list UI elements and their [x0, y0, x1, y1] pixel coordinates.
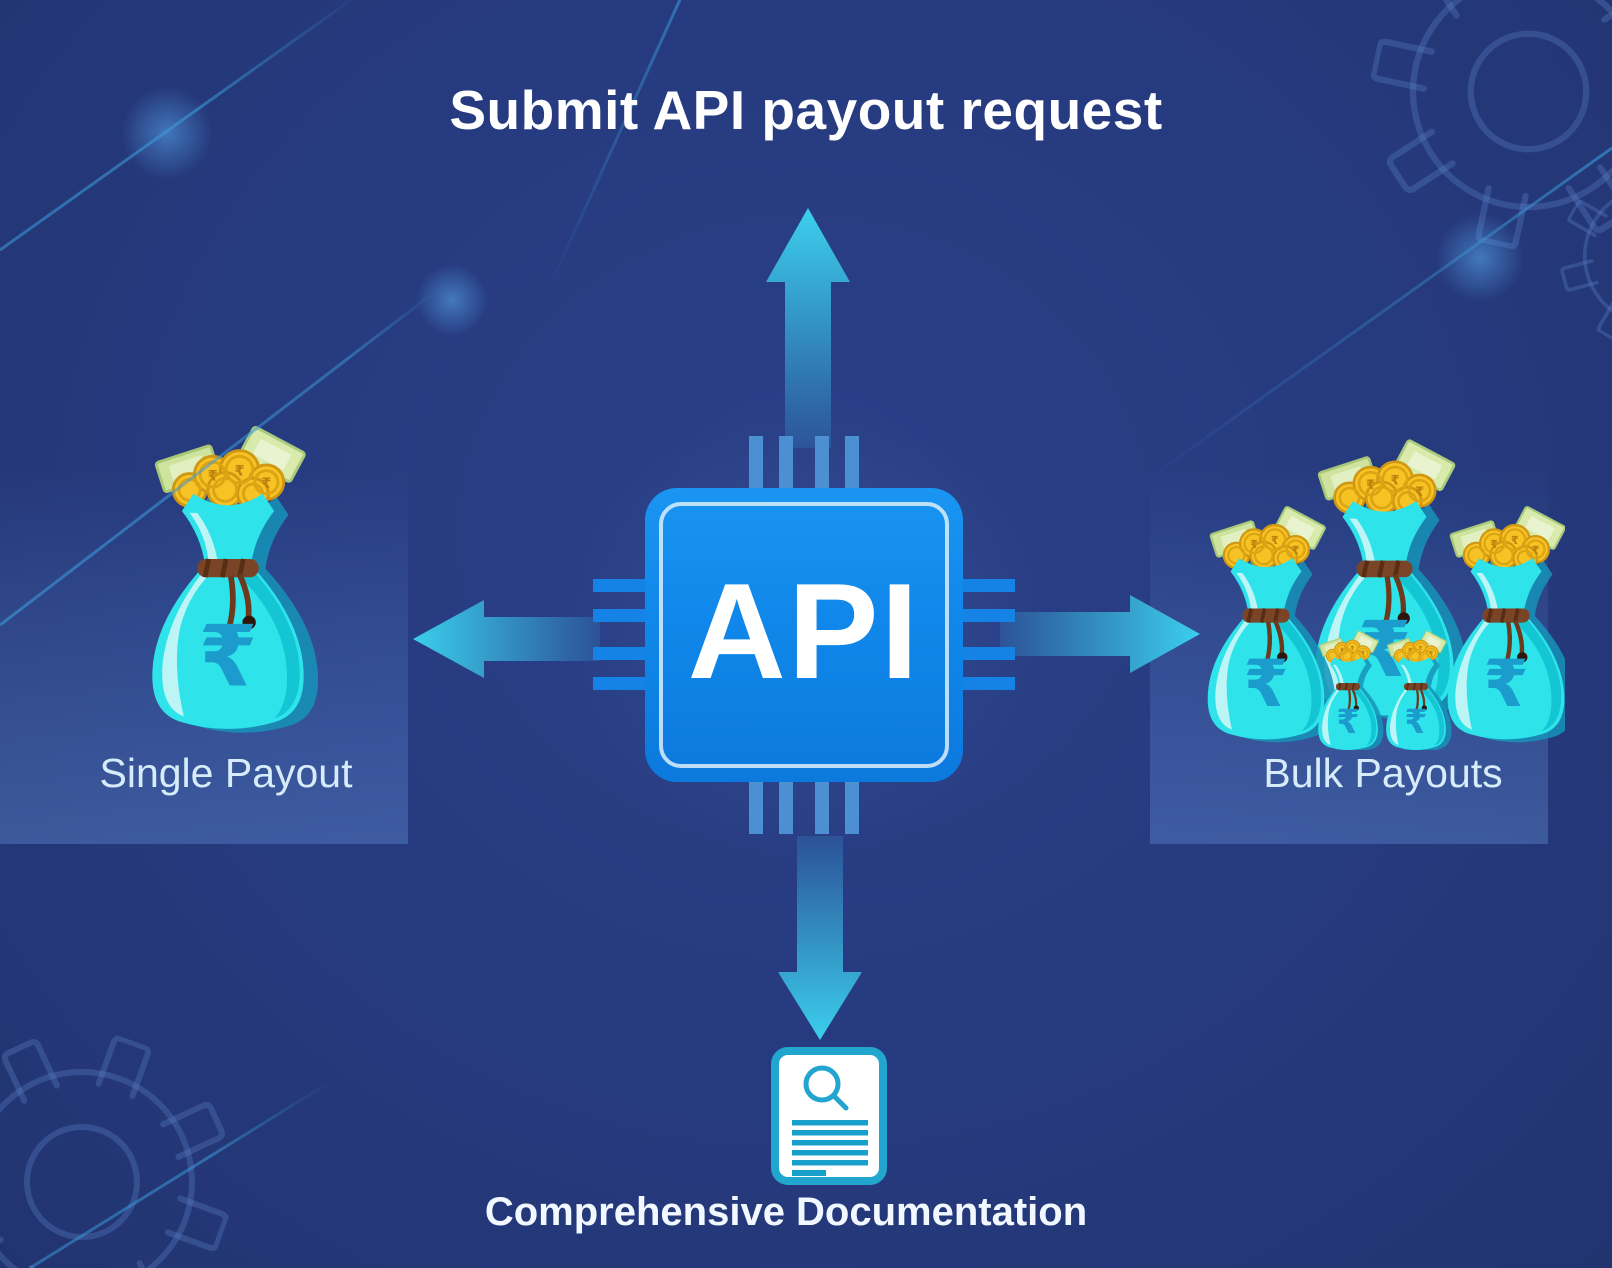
chip-pin	[963, 647, 1015, 660]
money-bag-icon	[132, 424, 324, 742]
money-bags-cluster-icon	[1165, 430, 1565, 750]
chip-pin	[963, 609, 1015, 622]
chip-label: API	[687, 555, 921, 707]
chip-pin	[749, 782, 763, 834]
gear-icon	[1525, 128, 1612, 384]
glow-dot	[1436, 214, 1524, 302]
chip-pin	[593, 579, 645, 592]
chip-pin	[779, 436, 793, 488]
chip-pin	[593, 677, 645, 690]
chip-pin	[815, 436, 829, 488]
document-search-icon	[771, 1047, 887, 1185]
gear-icon	[0, 992, 272, 1268]
page-title: Submit API payout request	[449, 79, 1163, 141]
bulk-payouts-label: Bulk Payouts	[1263, 750, 1503, 796]
chip-pin	[963, 579, 1015, 592]
document-text-lines	[792, 1120, 868, 1176]
chip-pin	[845, 436, 859, 488]
chip-pin	[749, 436, 763, 488]
chip-pin	[815, 782, 829, 834]
magnifier-icon	[803, 1065, 849, 1111]
chip-pin	[593, 647, 645, 660]
glow-dot	[416, 264, 488, 336]
single-payout-label: Single Payout	[99, 750, 353, 796]
chip-inner-border	[659, 502, 949, 768]
arrow-down	[778, 836, 862, 1040]
glow-dot	[121, 87, 213, 179]
chip-pin	[593, 609, 645, 622]
chip-pin	[779, 782, 793, 834]
chip-body: API	[645, 488, 963, 782]
chip-pin	[963, 677, 1015, 690]
chip-pin	[845, 782, 859, 834]
documentation-label: Comprehensive Documentation	[484, 1190, 1088, 1234]
gear-icon	[1344, 0, 1612, 276]
